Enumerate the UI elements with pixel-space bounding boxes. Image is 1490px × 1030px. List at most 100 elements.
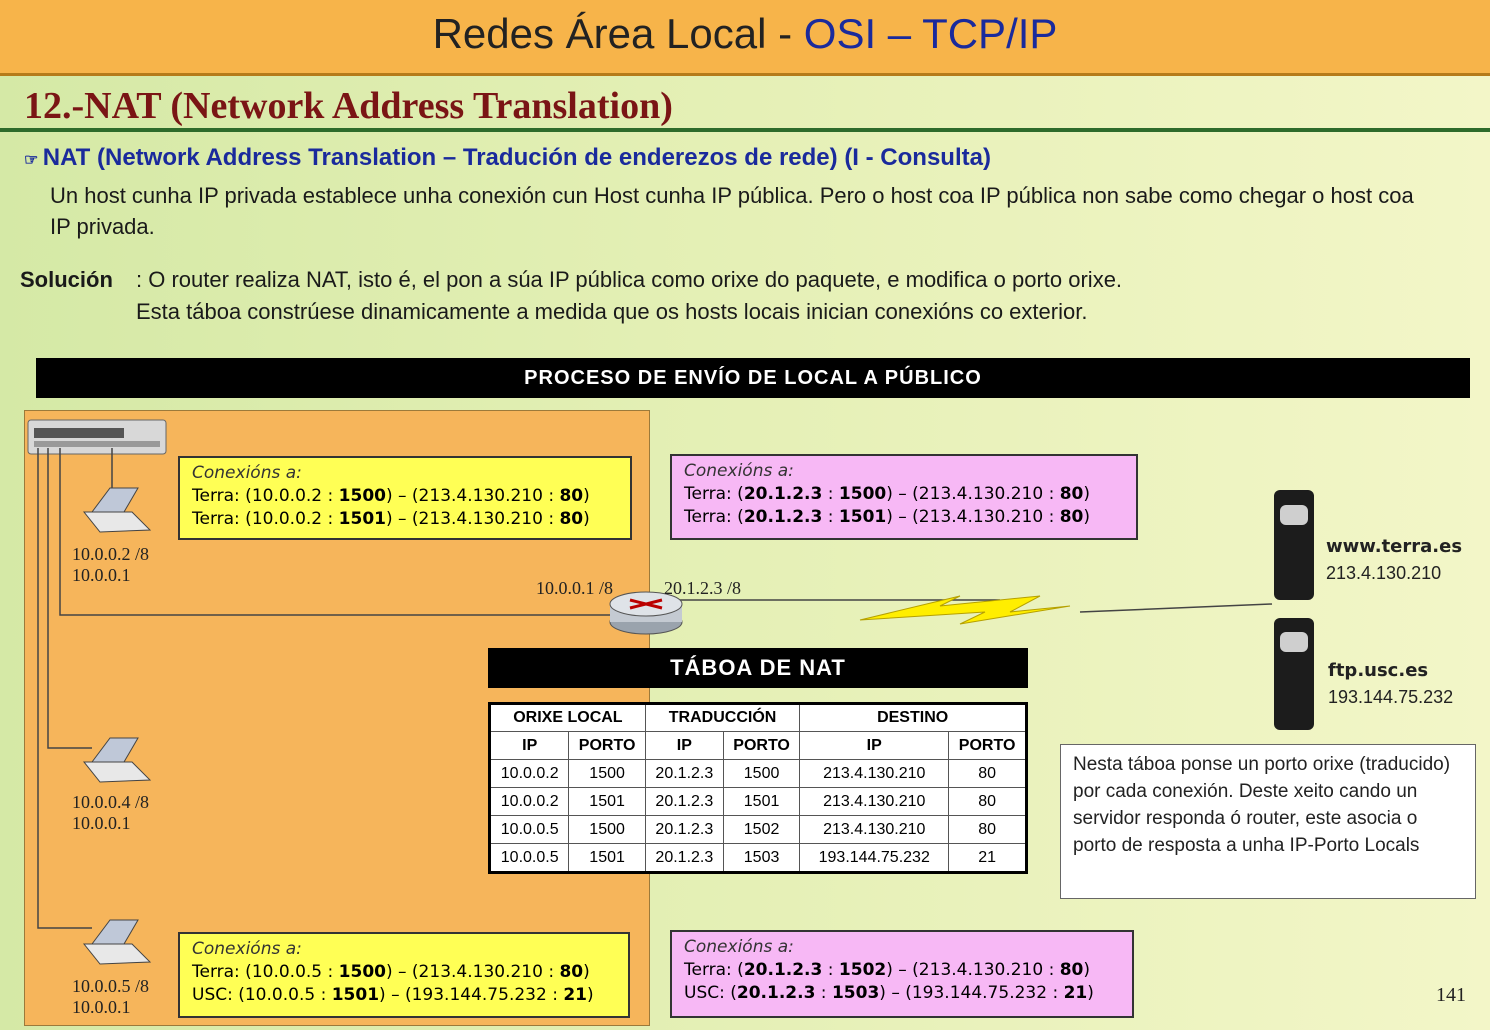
table-cell: 80 [948, 787, 1027, 816]
table-cell: 10.0.0.5 [488, 815, 570, 844]
nat-column-header: PORTO [948, 731, 1027, 760]
table-row: 10.0.0.2 1500 20.1.2.3 1500 213.4.130.21… [488, 759, 1027, 788]
table-cell: 213.4.130.210 [799, 759, 950, 788]
server-label: www.terra.es 213.4.130.210 [1326, 536, 1462, 584]
slide-header-title: Redes Área Local - OSI – TCP/IP [0, 10, 1490, 58]
table-row: 10.0.0.2 1501 20.1.2.3 1501 213.4.130.21… [488, 787, 1027, 816]
table-cell: 193.144.75.232 [799, 843, 950, 873]
table-cell: 1500 [568, 759, 646, 788]
connection-line: Terra: (10.0.0.2 : 1500) – (213.4.130.21… [192, 486, 590, 506]
header-title-part1: Redes Área Local - [432, 10, 804, 57]
header-title-part2: OSI – TCP/IP [803, 10, 1058, 57]
nat-column-header: IP [799, 731, 950, 760]
host-gateway: 10.0.0.1 [72, 997, 131, 1017]
solution-line-1: : O router realiza NAT, isto é, el pon a… [136, 267, 1123, 292]
connection-line: Terra: (20.1.2.3 : 1501) – (213.4.130.21… [684, 507, 1091, 527]
nat-column-header: IP [644, 731, 724, 760]
process-title-bar: PROCESO DE ENVÍO DE LOCAL A PÚBLICO [36, 358, 1470, 398]
table-cell: 1500 [568, 815, 646, 844]
nat-column-header: PORTO [722, 731, 801, 760]
router-local-ip: 10.0.0.1 /8 [536, 578, 614, 598]
connection-line: Terra: (20.1.2.3 : 1502) – (213.4.130.21… [684, 960, 1091, 980]
connections-header: Conexións a: [192, 463, 302, 483]
laptop-icon [82, 737, 152, 783]
host-ip: 10.0.0.5 /8 [72, 976, 150, 996]
table-cell: 1501 [568, 843, 646, 873]
public-connections-box: Conexións a: Terra: (20.1.2.3 : 1500) – … [670, 454, 1138, 540]
table-cell: 1501 [722, 787, 801, 816]
nat-group-header: ORIXE LOCAL [489, 703, 646, 732]
cables [37, 448, 1273, 929]
host-ip: 10.0.0.2 /8 [72, 544, 150, 564]
table-cell: 20.1.2.3 [644, 759, 724, 788]
intro-bullet-text: NAT (Network Address Translation – Tradu… [42, 144, 991, 171]
connection-line: Terra: (10.0.0.2 : 1501) – (213.4.130.21… [192, 509, 590, 529]
nat-column-header-row: IP PORTO IP PORTO IP PORTO [488, 731, 1027, 760]
solution-line-2: Esta táboa constrúese dinamicamente a me… [136, 299, 1088, 324]
table-cell: 80 [948, 759, 1027, 788]
connection-line: USC: (10.0.0.5 : 1501) – (193.144.75.232… [192, 985, 594, 1005]
nat-column-header: PORTO [568, 731, 646, 760]
host-gateway: 10.0.0.1 [72, 565, 131, 585]
laptop-icon [82, 919, 152, 965]
table-cell: 1503 [722, 843, 801, 873]
table-cell: 1500 [722, 759, 801, 788]
table-row: 10.0.0.5 1501 20.1.2.3 1503 193.144.75.2… [488, 843, 1027, 873]
solution-label: Solución [20, 267, 113, 292]
nat-table: ORIXE LOCAL TRADUCCIÓN DESTINO IP PORTO … [488, 702, 1028, 874]
table-cell: 20.1.2.3 [644, 815, 724, 844]
table-cell: 10.0.0.2 [488, 759, 570, 788]
server-ip: 193.144.75.232 [1328, 687, 1454, 707]
table-cell: 20.1.2.3 [644, 787, 724, 816]
server-label: ftp.usc.es 193.144.75.232 [1328, 660, 1453, 708]
intro-description: Un host cunha IP privada establece unha … [50, 183, 1414, 239]
connection-line: Terra: (10.0.0.5 : 1500) – (213.4.130.21… [192, 962, 590, 982]
connection-line: Terra: (20.1.2.3 : 1500) – (213.4.130.21… [684, 484, 1091, 504]
table-cell: 10.0.0.5 [488, 843, 570, 873]
router-icon [609, 591, 683, 635]
switch-icon [27, 419, 167, 455]
table-cell: 20.1.2.3 [644, 843, 724, 873]
table-cell: 1502 [722, 815, 801, 844]
public-connections-box: Conexións a: Terra: (20.1.2.3 : 1502) – … [670, 930, 1134, 1018]
pointing-hand-icon: ☞ [24, 152, 43, 169]
table-cell: 10.0.0.2 [488, 787, 570, 816]
laptop-icon [82, 487, 152, 533]
server-ip: 213.4.130.210 [1326, 563, 1442, 583]
nat-group-header: DESTINO [799, 703, 1027, 732]
server-name: www.terra.es [1326, 536, 1463, 557]
nat-group-header: TRADUCCIÓN [644, 703, 801, 732]
server-name: ftp.usc.es [1328, 660, 1429, 681]
slide-header [0, 0, 1490, 76]
connections-header: Conexións a: [684, 937, 794, 957]
nat-group-header-row: ORIXE LOCAL TRADUCCIÓN DESTINO [489, 703, 1027, 732]
note-box: Nesta táboa ponse un porto orixe (traduc… [1060, 744, 1476, 899]
connections-header: Conexións a: [684, 461, 794, 481]
host-gateway: 10.0.0.1 [72, 813, 131, 833]
section-title: 12.-NAT (Network Address Translation) [24, 85, 673, 127]
server-icon [1274, 490, 1314, 600]
table-cell: 213.4.130.210 [799, 815, 950, 844]
local-connections-box: Conexións a: Terra: (10.0.0.5 : 1500) – … [178, 932, 630, 1018]
intro-bullet: ☞ NAT (Network Address Translation – Tra… [24, 144, 991, 172]
host-ip: 10.0.0.4 /8 [72, 792, 150, 812]
nat-column-header: IP [488, 731, 570, 760]
local-connections-box: Conexións a: Terra: (10.0.0.2 : 1500) – … [178, 456, 632, 540]
nat-table-title: TÁBOA DE NAT [488, 648, 1028, 688]
table-cell: 21 [948, 843, 1027, 873]
table-cell: 1501 [568, 787, 646, 816]
router-public-ip: 20.1.2.3 /8 [664, 578, 742, 598]
wan-link-icon [859, 595, 1071, 625]
connections-header: Conexións a: [192, 939, 302, 959]
title-divider [0, 128, 1490, 132]
connection-line: USC: (20.1.2.3 : 1503) – (193.144.75.232… [684, 983, 1094, 1003]
table-cell: 80 [948, 815, 1027, 844]
table-row: 10.0.0.5 1500 20.1.2.3 1502 213.4.130.21… [488, 815, 1027, 844]
page-number: 141 [1436, 984, 1466, 1006]
server-icon [1274, 618, 1314, 730]
table-cell: 213.4.130.210 [799, 787, 950, 816]
